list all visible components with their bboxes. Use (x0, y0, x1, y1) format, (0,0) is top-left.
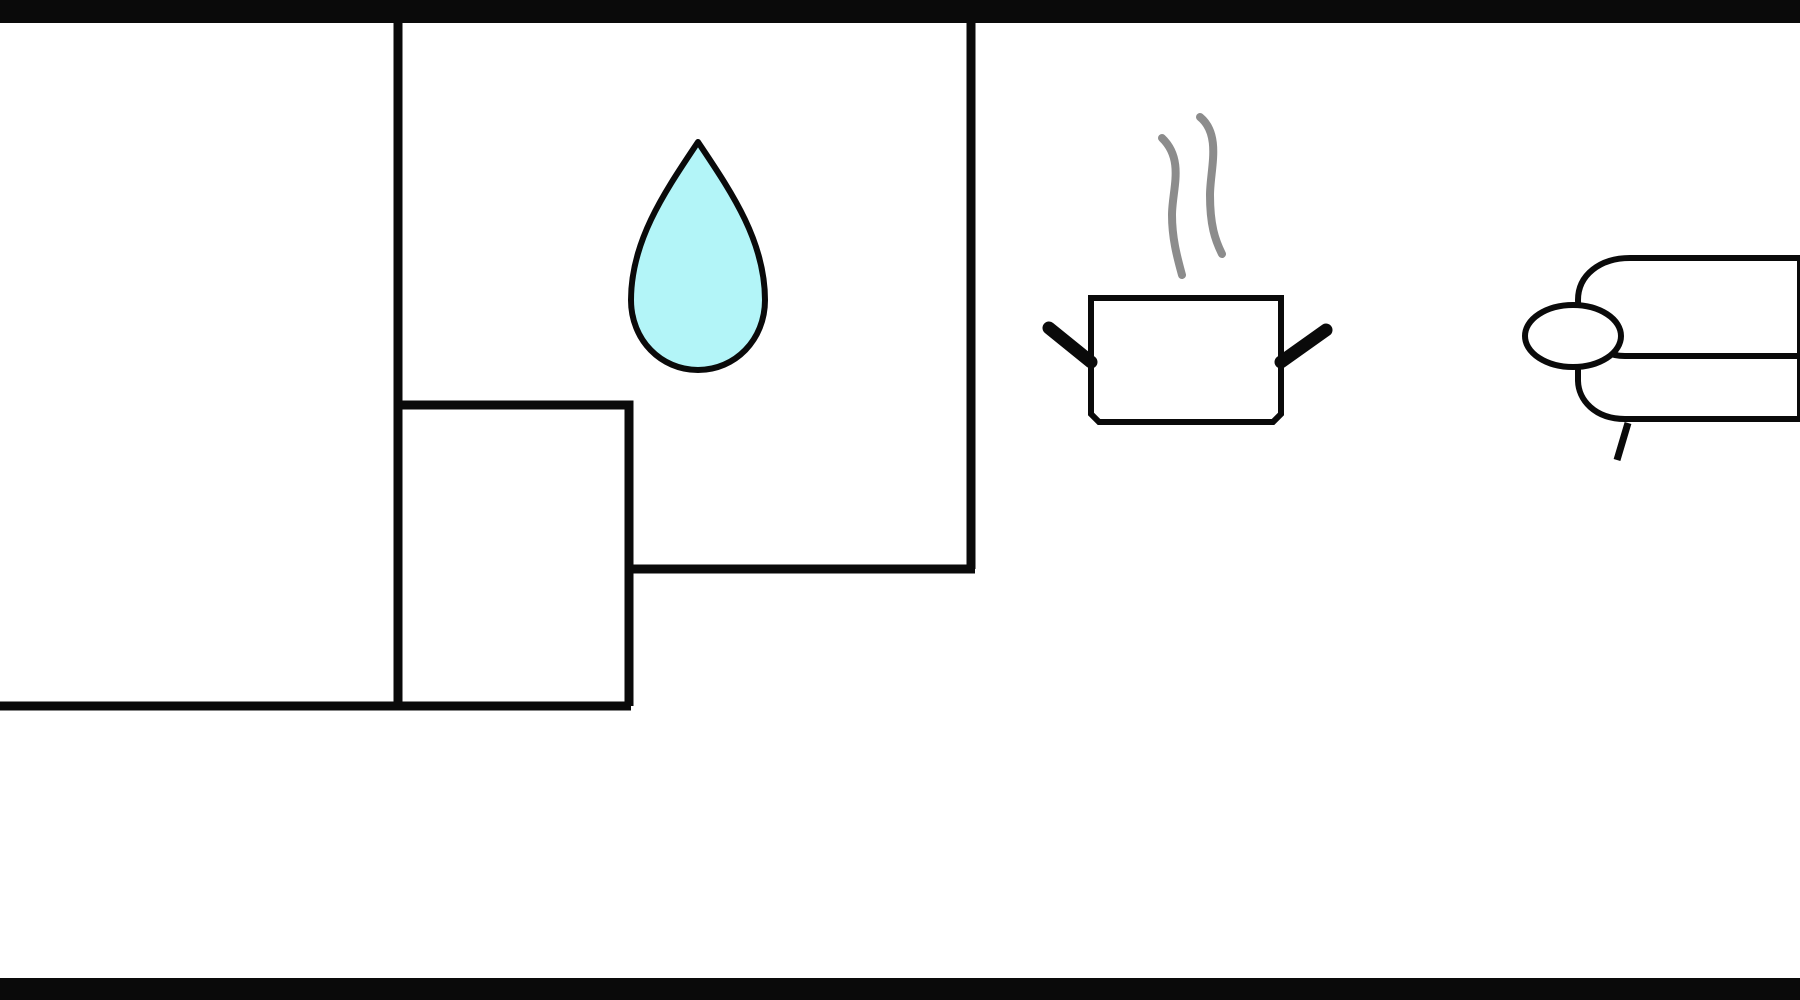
top-wall (0, 0, 1800, 23)
bottom-wall (0, 978, 1800, 1000)
cooking-pot-icon (1042, 295, 1333, 425)
steam-icon (1158, 113, 1226, 279)
room-walls (0, 18, 976, 711)
sofa-icon (1522, 255, 1800, 461)
small-room (398, 400, 634, 706)
water-drop-icon (628, 139, 768, 373)
